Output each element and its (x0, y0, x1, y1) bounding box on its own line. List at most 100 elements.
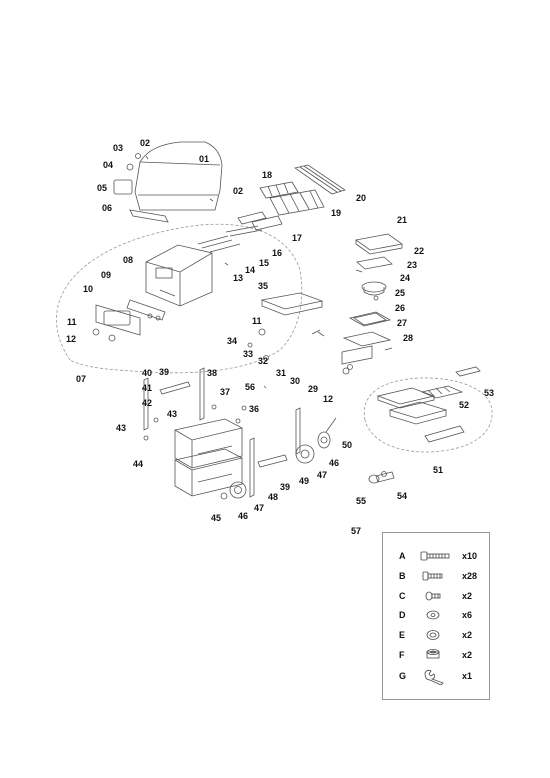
wheel-leg-part (295, 407, 301, 455)
part-number-label: 47 (317, 470, 328, 480)
part-number-label: 46 (329, 458, 340, 468)
side-burner-part (361, 281, 387, 293)
side-shelf-group-outline (363, 377, 493, 453)
flame-tamer-part (237, 211, 267, 225)
part-number-label: 20 (356, 193, 367, 203)
control-panel-part (126, 299, 166, 321)
part-number-label: 55 (356, 496, 367, 506)
hardware-letter: F (399, 650, 405, 660)
part-number-label: 28 (403, 333, 414, 343)
side-burner-panel-part (341, 345, 373, 365)
part-number-label: 26 (395, 303, 406, 313)
part-number-label: 43 (116, 423, 127, 433)
cart-leg-part-38 (199, 367, 205, 421)
part-number-label: 51 (433, 465, 444, 475)
part-number-label: 06 (102, 203, 113, 213)
part-number-label: 42 (142, 398, 153, 408)
part-number-label: 50 (342, 440, 353, 450)
wheel-part-right (317, 431, 331, 449)
hardware-quantity: x1 (462, 671, 473, 681)
hardware-quantity: x6 (462, 610, 473, 620)
cooking-grate-part (269, 189, 325, 216)
side-burner-grate-part (356, 256, 393, 270)
part-number-label: 04 (103, 160, 114, 170)
side-burner-bowl-part (348, 311, 392, 327)
cart-leg-part-40 (143, 377, 149, 431)
part-number-label: 18 (262, 170, 273, 180)
hardware-letter: E (399, 630, 406, 640)
part-number-label: 08 (123, 255, 134, 265)
part-number-label: 07 (76, 374, 87, 384)
screw-short-icon (415, 567, 455, 585)
wrench-icon (415, 667, 455, 686)
part-number-label: 48 (268, 492, 279, 502)
part-number-label: 32 (258, 356, 269, 366)
part-number-label: 11 (67, 317, 77, 327)
burner-tube-part (197, 235, 241, 253)
part-number-label: 56 (245, 382, 256, 392)
part-number-label: 10 (83, 284, 94, 294)
part-number-label: 11 (252, 316, 262, 326)
part-number-label: 19 (331, 208, 342, 218)
hood-part (134, 141, 223, 211)
caster-wheel-part (229, 481, 247, 499)
part-number-label: 09 (101, 270, 112, 280)
part-number-label: 52 (459, 400, 470, 410)
washer-icon (415, 606, 455, 624)
cabinet-part (173, 418, 244, 497)
hardware-kit-label: 57 (351, 526, 362, 536)
hardware-quantity: x10 (462, 551, 478, 561)
side-shelf-part (260, 292, 324, 316)
hardware-quantity: x2 (462, 591, 473, 601)
part-number-label: 31 (276, 368, 287, 378)
part-number-label: 41 (142, 383, 153, 393)
part-number-label: 24 (400, 273, 411, 283)
hardware-letter: D (399, 610, 406, 620)
part-number-label: 12 (323, 394, 334, 404)
hardware-letter: G (399, 671, 407, 681)
hardware-quantity: x2 (462, 650, 473, 660)
handle-part (129, 209, 169, 223)
rack-part (294, 164, 346, 195)
axle-part (325, 417, 337, 433)
part-number-label: 38 (207, 368, 218, 378)
part-number-label: 21 (397, 215, 408, 225)
part-number-label: 12 (66, 334, 77, 344)
part-number-label: 22 (414, 246, 425, 256)
part-number-label: 53 (484, 388, 495, 398)
side-burner-tray-part (342, 331, 392, 347)
part-number-label: 23 (407, 260, 418, 270)
part-number-label: 54 (397, 491, 408, 501)
knob-part-04 (126, 163, 134, 171)
part-number-label: 15 (259, 258, 270, 268)
hardware-letter: C (399, 591, 406, 601)
part-number-label: 36 (249, 404, 260, 414)
part-number-label: 39 (280, 482, 291, 492)
wheel-part (295, 444, 315, 464)
part-number-label: 45 (211, 513, 222, 523)
part-number-label: 49 (299, 476, 310, 486)
part-number-label: 34 (227, 336, 238, 346)
regulator-part (368, 471, 395, 484)
part-number-label: 16 (272, 248, 283, 258)
part-number-label: 14 (245, 265, 256, 275)
screw-small-icon (415, 587, 455, 605)
warming-grate-part (259, 181, 299, 199)
hardware-quantity: x2 (462, 630, 473, 640)
hardware-quantity: x28 (462, 571, 478, 581)
part-number-label: 03 (113, 143, 124, 153)
part-number-label: 29 (308, 384, 319, 394)
bolt-long-icon (415, 547, 455, 565)
part-number-label: 13 (233, 273, 244, 283)
shelf-trim-part (455, 366, 481, 377)
valve-part (311, 329, 325, 337)
lock-nut-icon (415, 646, 455, 664)
cart-leg-part-47 (249, 437, 255, 498)
part-number-label: 47 (254, 503, 265, 513)
